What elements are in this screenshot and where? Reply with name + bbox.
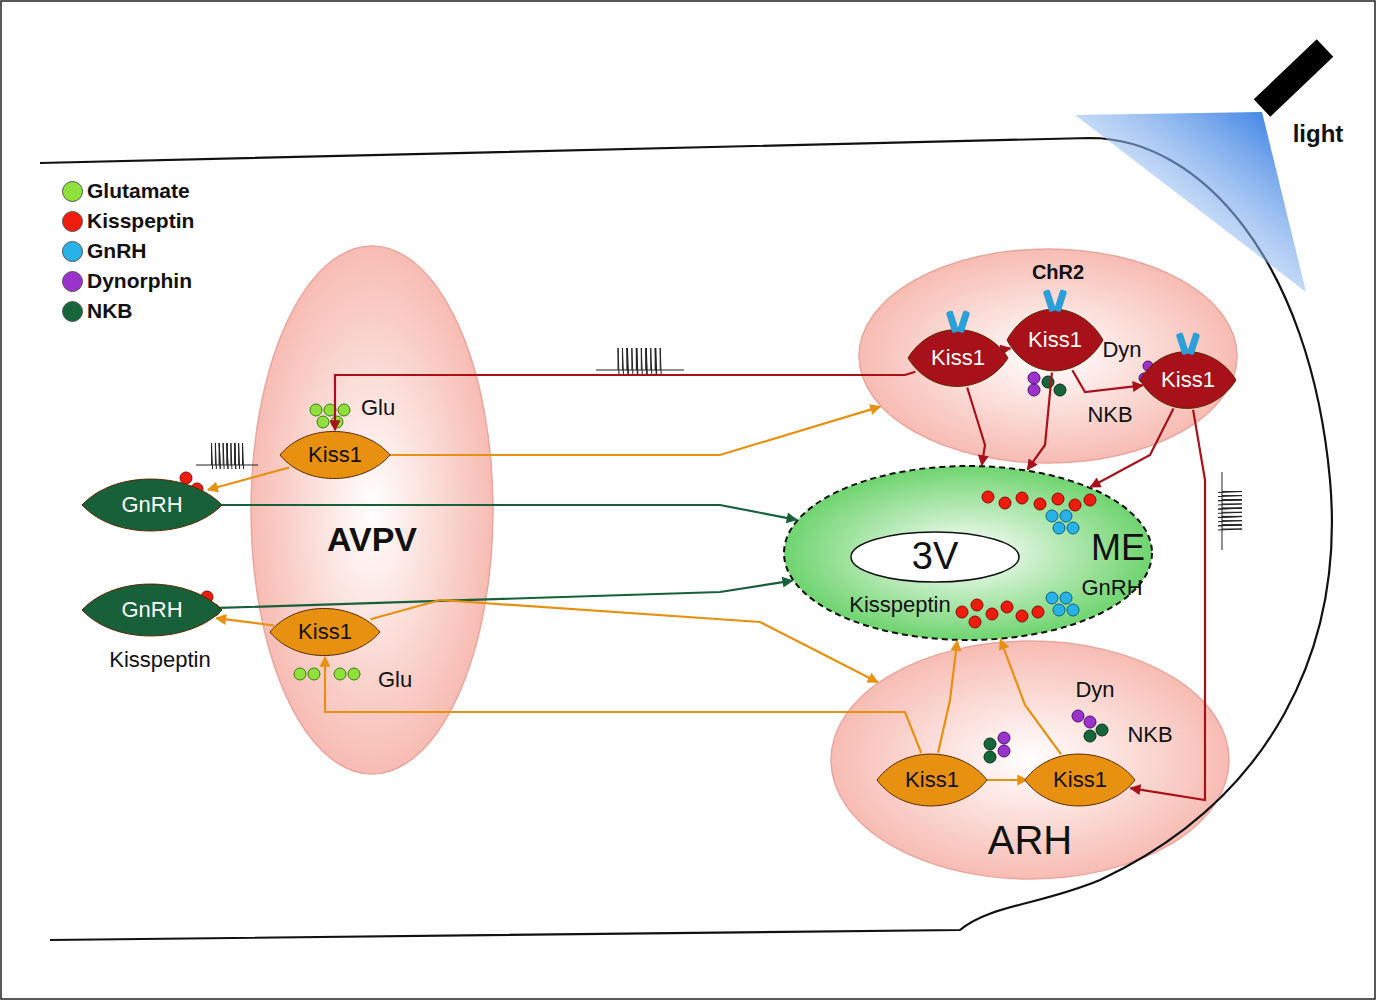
brain-nucleus: AVPVKiss1Kiss1 (250, 245, 494, 775)
axon-connector (1004, 348, 1010, 349)
kisspeptin-dots (177, 472, 1096, 628)
light-beam (1075, 112, 1306, 292)
region-outline (859, 249, 1237, 463)
chr2-channel (1176, 332, 1201, 355)
glutamate-label: Glu (378, 667, 412, 692)
legend-row: Dynorphin (62, 266, 194, 296)
legend-text: GnRH (87, 239, 147, 263)
dynorphin-label: Dyn (1075, 677, 1114, 702)
legend-row: Kisspeptin (62, 206, 194, 236)
legend-swatch (62, 241, 83, 262)
legend-swatch (62, 181, 83, 202)
light-source (1262, 48, 1325, 108)
axon-connector (1001, 640, 1062, 755)
region-outline (784, 466, 1152, 640)
region-outline (251, 246, 493, 774)
kiss1-neuron: Kiss1 (270, 603, 380, 661)
node-text: Kiss1 (931, 345, 985, 370)
third-ventricle: 3V (850, 531, 1020, 583)
neuron-body (280, 431, 390, 478)
gnrh-neuron: GnRH (82, 578, 222, 642)
node-text: Kiss1 (1161, 367, 1215, 392)
axon-connector (219, 505, 796, 520)
legend-text: Glutamate (87, 179, 190, 203)
node-text: Kiss1 (1053, 767, 1107, 792)
axon-connector (216, 618, 274, 625)
node-text: ARH (988, 817, 1072, 863)
glutamate-dots (294, 404, 360, 680)
neuron-body (82, 584, 222, 636)
node-text: Kiss1 (1028, 327, 1082, 352)
node-text: Kiss1 (905, 767, 959, 792)
legend-text: NKB (87, 299, 133, 323)
region-outline (851, 532, 1019, 582)
head-outline (40, 138, 1332, 940)
brain-nucleus: ARH Kiss1 Kiss1 (830, 640, 1230, 880)
axon-connector (1072, 370, 1142, 392)
node-text: GnRH (121, 597, 182, 622)
light-label: light (1293, 120, 1344, 148)
node-text: Kiss1 (308, 442, 362, 467)
legend-row: Glutamate (62, 176, 194, 206)
gnrh-neuron: GnRH (82, 473, 222, 537)
neuron-body (877, 754, 987, 806)
median-eminence: ME 3V (783, 465, 1153, 641)
legend-swatch (62, 301, 83, 322)
neuron-body (1007, 309, 1103, 371)
node-text: 3V (912, 535, 958, 579)
kiss1-neuron: Kiss1 (1140, 345, 1236, 415)
region-shape (250, 245, 494, 775)
brain-nucleus: ChR2Kiss1Kiss1Kiss1 (858, 248, 1238, 464)
nkb-label: NKB (1087, 402, 1132, 427)
spike-trains (196, 348, 1242, 550)
neuron-body (1025, 754, 1135, 806)
glutamate-label: Glu (361, 395, 395, 420)
legend-text: Dynorphin (87, 269, 192, 293)
axon-connector (985, 779, 1027, 781)
axon-connector (325, 657, 921, 753)
axon-connector (967, 388, 985, 466)
kiss1-neuron: Kiss1 (1025, 748, 1135, 812)
axon-connector (371, 600, 878, 682)
neuron-body (82, 479, 222, 531)
neuron-body (908, 330, 1008, 387)
kiss1-neuron: Kiss1 (1007, 302, 1103, 378)
region-outline (831, 641, 1229, 879)
kiss1-neuron: Kiss1 (280, 426, 390, 484)
node-text: ME (1091, 527, 1145, 568)
nkb-label: NKB (1127, 722, 1172, 747)
neuron-body (270, 608, 380, 655)
neuron-body (1140, 352, 1236, 409)
gnrh-dots (1046, 510, 1079, 616)
axon-connector (208, 468, 289, 490)
chr2-channel (946, 310, 971, 333)
kisspeptin-label: Kisspeptin (109, 647, 211, 672)
node-text: Kiss1 (298, 619, 352, 644)
legend: GlutamateKisspeptinGnRH DynorphinNKB (62, 176, 194, 326)
chr2-channel (1043, 289, 1068, 312)
legend-text: Kisspeptin (87, 209, 194, 233)
kiss1-neuron: Kiss1 (908, 323, 1008, 393)
dynorphin-dots (998, 361, 1153, 757)
node-text: AVPV (327, 520, 417, 559)
dynorphin-label: Dyn (1102, 337, 1141, 362)
gnrh-label: GnRH (1081, 575, 1142, 600)
legend-swatch (62, 271, 83, 292)
legend-row: NKB (62, 296, 194, 326)
axon-connector (1027, 373, 1052, 470)
node-text: ChR2 (1032, 261, 1084, 284)
axon-connector (388, 407, 880, 455)
legend-swatch (62, 211, 83, 232)
kisspeptin-label: Kisspeptin (849, 592, 951, 617)
nkb-dots (984, 376, 1161, 763)
legend-row: GnRH (62, 236, 194, 266)
node-text: GnRH (121, 492, 182, 517)
axon-connector (938, 641, 957, 753)
kiss1-neuron: Kiss1 (877, 748, 987, 812)
